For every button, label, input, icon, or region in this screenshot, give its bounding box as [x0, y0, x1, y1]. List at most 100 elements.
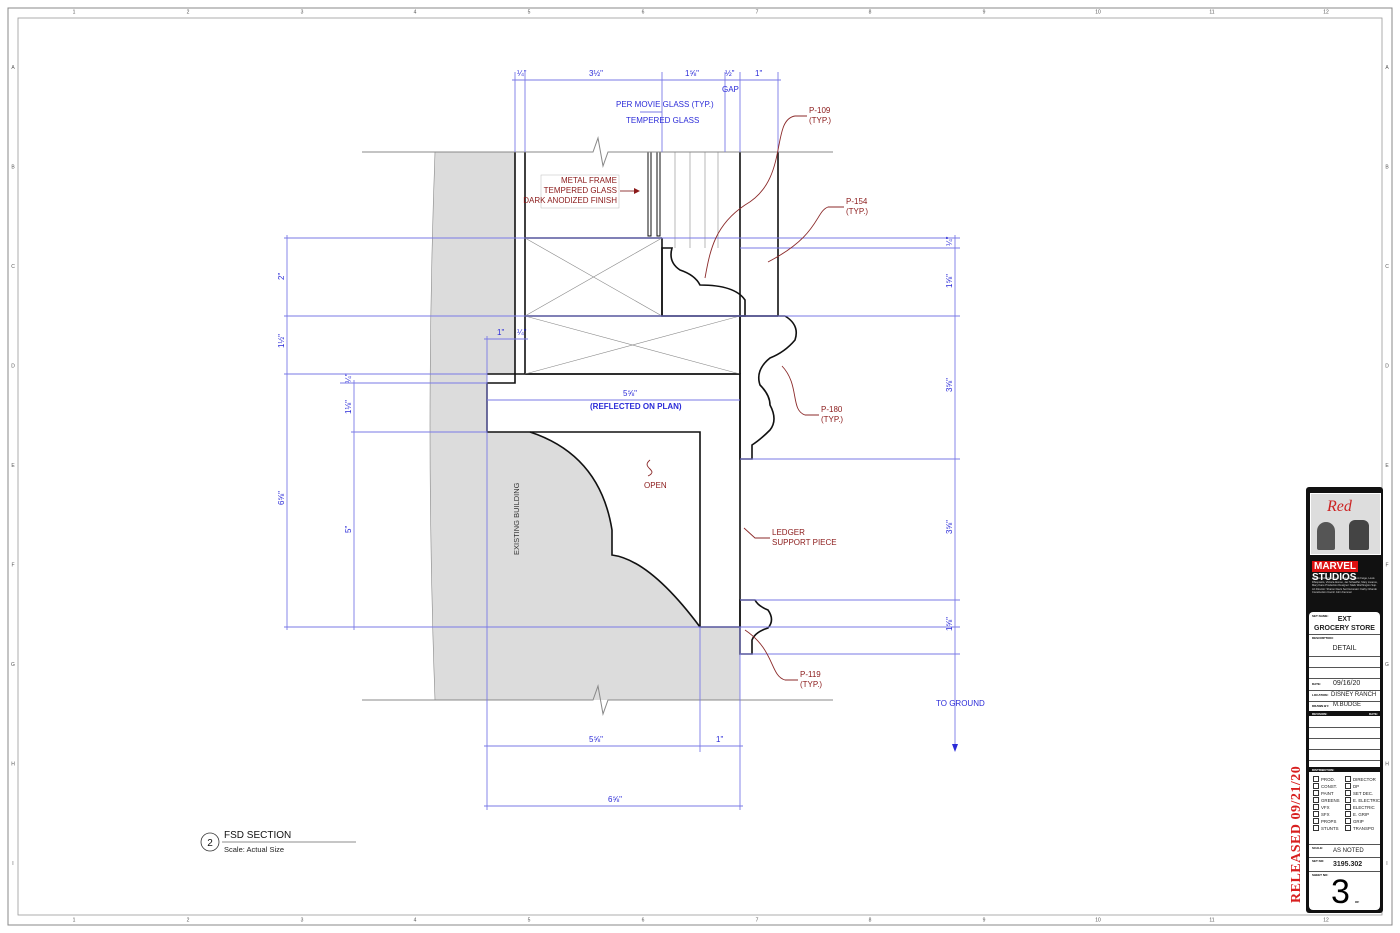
grid-row-label: B	[1385, 165, 1389, 171]
set-name-1: EXT	[1337, 616, 1352, 623]
dim-top-3: 1⅝"	[685, 69, 699, 78]
distribution-label: GREENS	[1321, 798, 1340, 803]
distribution-label: DP	[1353, 784, 1360, 789]
grid-column-label: 2	[187, 10, 190, 16]
dim-bottom-2: 1"	[716, 735, 723, 744]
dim-left-1: 2"	[277, 273, 286, 280]
grid-column-label: 8	[869, 918, 872, 924]
checkbox-icon[interactable]	[1345, 818, 1351, 824]
checkbox-icon[interactable]	[1345, 804, 1351, 810]
moulding-p180	[739, 315, 798, 460]
grid-row-label: D	[1385, 364, 1389, 370]
distribution-checkbox[interactable]: ELECTRIC	[1345, 804, 1375, 810]
dim-top-5: 1"	[755, 69, 762, 78]
set-name-2: GROCERY STORE	[1314, 625, 1375, 632]
distribution-checkbox[interactable]: DIRECTOR	[1345, 776, 1376, 782]
date: 09/16/20	[1333, 680, 1361, 687]
dim-right-1: ¼"	[945, 236, 954, 246]
distribution-label: GRIP	[1353, 819, 1364, 824]
man-illustration	[1349, 520, 1369, 550]
existing-building	[430, 152, 740, 700]
checkbox-icon[interactable]	[1345, 811, 1351, 817]
grid-row-label: I	[1386, 861, 1387, 867]
dim-top-1: ¼"	[517, 69, 527, 78]
distribution-checkbox[interactable]: STUNTS	[1313, 825, 1339, 831]
distribution-checkbox[interactable]: SET DEC.	[1345, 790, 1373, 796]
grid-column-label: 6	[642, 918, 645, 924]
distribution-checkbox[interactable]: E. ELECTRIC	[1345, 797, 1380, 803]
dim-left-6: 5"	[344, 526, 353, 533]
distribution-label: E. ELECTRIC	[1353, 798, 1381, 803]
grid-column-label: 6	[642, 10, 645, 16]
note-p154-typ: (TYP.)	[846, 207, 868, 216]
checkbox-icon[interactable]	[1345, 783, 1351, 789]
grid-row-label: I	[12, 861, 13, 867]
distribution-checkbox[interactable]: DP	[1345, 783, 1359, 789]
note-p109: P-109	[809, 106, 831, 115]
distribution-label: SET DEC.	[1353, 791, 1374, 796]
note-ledger-support: SUPPORT PIECE	[772, 538, 837, 547]
dim-bottom-3: 6⅝"	[608, 795, 622, 804]
checkbox-icon[interactable]	[1345, 825, 1351, 831]
checkbox-icon[interactable]	[1345, 776, 1351, 782]
note-metal-frame-finish: DARK ANODIZED FINISH	[523, 196, 617, 205]
grid-row-label: F	[1385, 563, 1388, 569]
marvel-studios-logo: MARVEL STUDIOS	[1312, 561, 1383, 583]
checkbox-icon[interactable]	[1313, 825, 1319, 831]
checkbox-icon[interactable]	[1345, 797, 1351, 803]
distribution-checkbox[interactable]: PROD.	[1313, 776, 1335, 782]
grid-row-label: G	[1385, 662, 1389, 668]
label-existing-building: EXISTING BUILDING	[512, 482, 521, 555]
checkbox-icon[interactable]	[1313, 811, 1319, 817]
distribution-label: ELECTRIC	[1353, 805, 1375, 810]
dim-small-1: 1"	[497, 328, 504, 337]
sheet-no: 3	[1331, 873, 1350, 911]
distribution-label: E. GRIP	[1353, 812, 1370, 817]
checkbox-icon[interactable]	[1345, 790, 1351, 796]
distribution-checkbox[interactable]: PROPS	[1313, 818, 1336, 824]
show-logo: Red	[1327, 498, 1352, 515]
distribution-checkbox[interactable]: GREENS	[1313, 797, 1340, 803]
show-artwork: Red	[1310, 493, 1381, 555]
dim-right-2: 1⅝"	[945, 274, 954, 288]
checkbox-icon[interactable]	[1313, 783, 1319, 789]
note-p154: P-154	[846, 197, 868, 206]
distribution-checkbox[interactable]: VFX	[1313, 804, 1330, 810]
open-squiggle	[646, 459, 653, 477]
note-p180: P-180	[821, 405, 843, 414]
distribution-checkbox[interactable]: SFX	[1313, 811, 1330, 817]
distribution-label: SFX	[1321, 812, 1330, 817]
grid-column-label: 9	[983, 10, 986, 16]
grid-row-label: G	[11, 662, 15, 668]
distribution-checkbox[interactable]: E. GRIP	[1345, 811, 1369, 817]
grid-row-label: E	[1385, 463, 1389, 469]
distribution-checkbox[interactable]: TRANSPO	[1345, 825, 1374, 831]
grid-column-label: 7	[756, 10, 759, 16]
dim-left-2: 1½"	[277, 334, 286, 348]
grid-row-label: D	[11, 364, 15, 370]
checkbox-icon[interactable]	[1313, 797, 1319, 803]
distribution-checkbox[interactable]: GRIP	[1345, 818, 1364, 824]
detail-title: FSD SECTION	[224, 830, 291, 841]
distribution-label: STUNTS	[1321, 826, 1339, 831]
inner-border	[17, 17, 1383, 916]
note-p109-typ: (TYP.)	[809, 116, 831, 125]
grid-row-label: C	[11, 264, 15, 270]
dim-mid: 5⅝"	[623, 389, 637, 398]
scale: AS NOTED	[1333, 848, 1364, 854]
checkbox-icon[interactable]	[1313, 804, 1319, 810]
checkbox-icon[interactable]	[1313, 818, 1319, 824]
distribution-checkbox[interactable]: PAINT	[1313, 790, 1334, 796]
checkbox-icon[interactable]	[1313, 776, 1319, 782]
grid-row-label: E	[11, 463, 15, 469]
dim-right-3: 3⅝"	[945, 378, 954, 392]
grid-column-label: 4	[414, 10, 417, 16]
grid-column-label: 10	[1095, 10, 1101, 16]
description-label: DESCRIPTION:	[1312, 636, 1334, 640]
grid-row-label: B	[11, 165, 15, 171]
window-frame	[514, 151, 779, 375]
date-label: DATE:	[1312, 682, 1321, 686]
checkbox-icon[interactable]	[1313, 790, 1319, 796]
distribution-checkbox[interactable]: CONST.	[1313, 783, 1337, 789]
sheet-no-label: SHEET NO:	[1312, 873, 1329, 877]
